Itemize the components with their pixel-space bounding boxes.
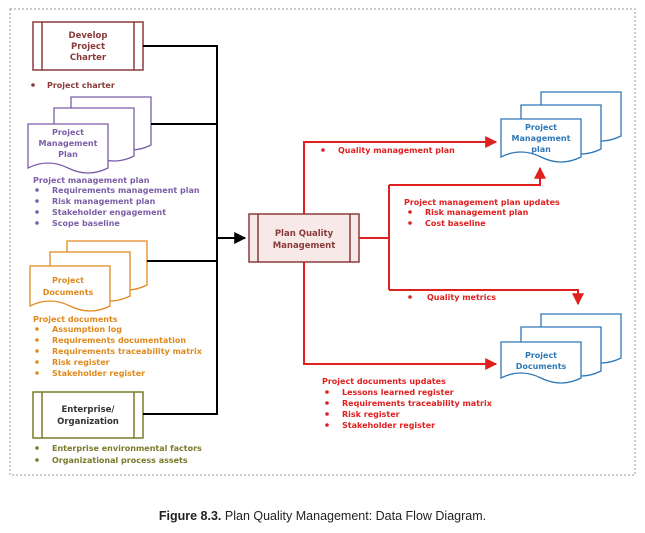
qmp-label: Quality management plan [338, 146, 455, 155]
project-documents-output-docs [500, 313, 622, 384]
output-pm-plan-title-3: plan [531, 145, 551, 154]
pm-plan-item-1: Risk management plan [52, 197, 156, 206]
output-docs-title-1: Project [525, 351, 557, 360]
quality-metrics-label: Quality metrics [427, 293, 496, 302]
doc-updates-item-2: Risk register [342, 410, 400, 419]
pm-plan-updates-item-1: Cost baseline [425, 219, 486, 228]
output-pm-plan-title-2: Management [512, 134, 571, 143]
project-docs-item-1: Requirements documentation [52, 336, 186, 345]
output-docs-title-2: Documents [516, 362, 567, 371]
pm-plan-item-2: Stakeholder engagement [52, 208, 166, 217]
pm-plan-item-3: Scope baseline [52, 219, 120, 228]
pm-plan-input-docs [27, 96, 152, 174]
doc-updates-item-3: Stakeholder register [342, 421, 435, 430]
project-docs-item-2: Requirements traceability matrix [52, 347, 203, 356]
diagram-frame [9, 8, 636, 476]
process-title-1: Plan Quality [275, 229, 334, 239]
pm-plan-output-docs [500, 91, 622, 163]
enterprise-item-0: Enterprise environmental factors [52, 444, 202, 453]
enterprise-title-2: Organization [57, 417, 119, 427]
pm-plan-heading: Project management plan [33, 176, 150, 185]
charter-title-1: Develop [69, 31, 108, 41]
process-title-2: Management [273, 241, 336, 251]
output-connectors [303, 136, 584, 370]
doc-updates-item-0: Lessons learned register [342, 388, 454, 397]
pm-plan-title-1: Project [52, 128, 84, 137]
figure-caption: Figure 8.3. Plan Quality Management: Dat… [0, 509, 645, 523]
project-docs-title-1: Project [52, 276, 84, 285]
charter-item-0: Project charter [47, 81, 115, 90]
figure-caption-text: Plan Quality Management: Data Flow Diagr… [221, 509, 487, 523]
enterprise-title-1: Enterprise/ [62, 405, 116, 415]
pm-plan-item-0: Requirements management plan [52, 186, 200, 195]
pm-plan-title-2: Management [39, 139, 98, 148]
project-docs-item-3: Risk register [52, 358, 110, 367]
doc-updates-item-1: Requirements traceability matrix [342, 399, 493, 408]
develop-charter-box: Develop Project Charter [32, 21, 144, 71]
charter-title-2: Project [71, 42, 105, 52]
input-connectors [143, 45, 247, 415]
project-docs-item-0: Assumption log [52, 325, 122, 334]
pm-plan-title-3: Plan [58, 150, 78, 159]
pm-plan-updates-item-0: Risk management plan [425, 208, 529, 217]
plan-quality-management-process: Plan Quality Management [248, 213, 360, 263]
enterprise-item-1: Organizational process assets [52, 456, 188, 465]
figure-label: Figure 8.3. [158, 509, 222, 523]
charter-title-3: Charter [70, 53, 107, 63]
doc-updates-heading: Project documents updates [322, 377, 446, 386]
pm-plan-updates-heading: Project management plan updates [404, 198, 560, 207]
project-docs-item-4: Stakeholder register [52, 369, 145, 378]
project-docs-heading: Project documents [33, 315, 118, 324]
output-pm-plan-title-1: Project [525, 123, 557, 132]
project-documents-input-docs [29, 240, 148, 312]
project-docs-title-2: Documents [43, 288, 94, 297]
enterprise-box: Enterprise/ Organization [32, 391, 144, 439]
